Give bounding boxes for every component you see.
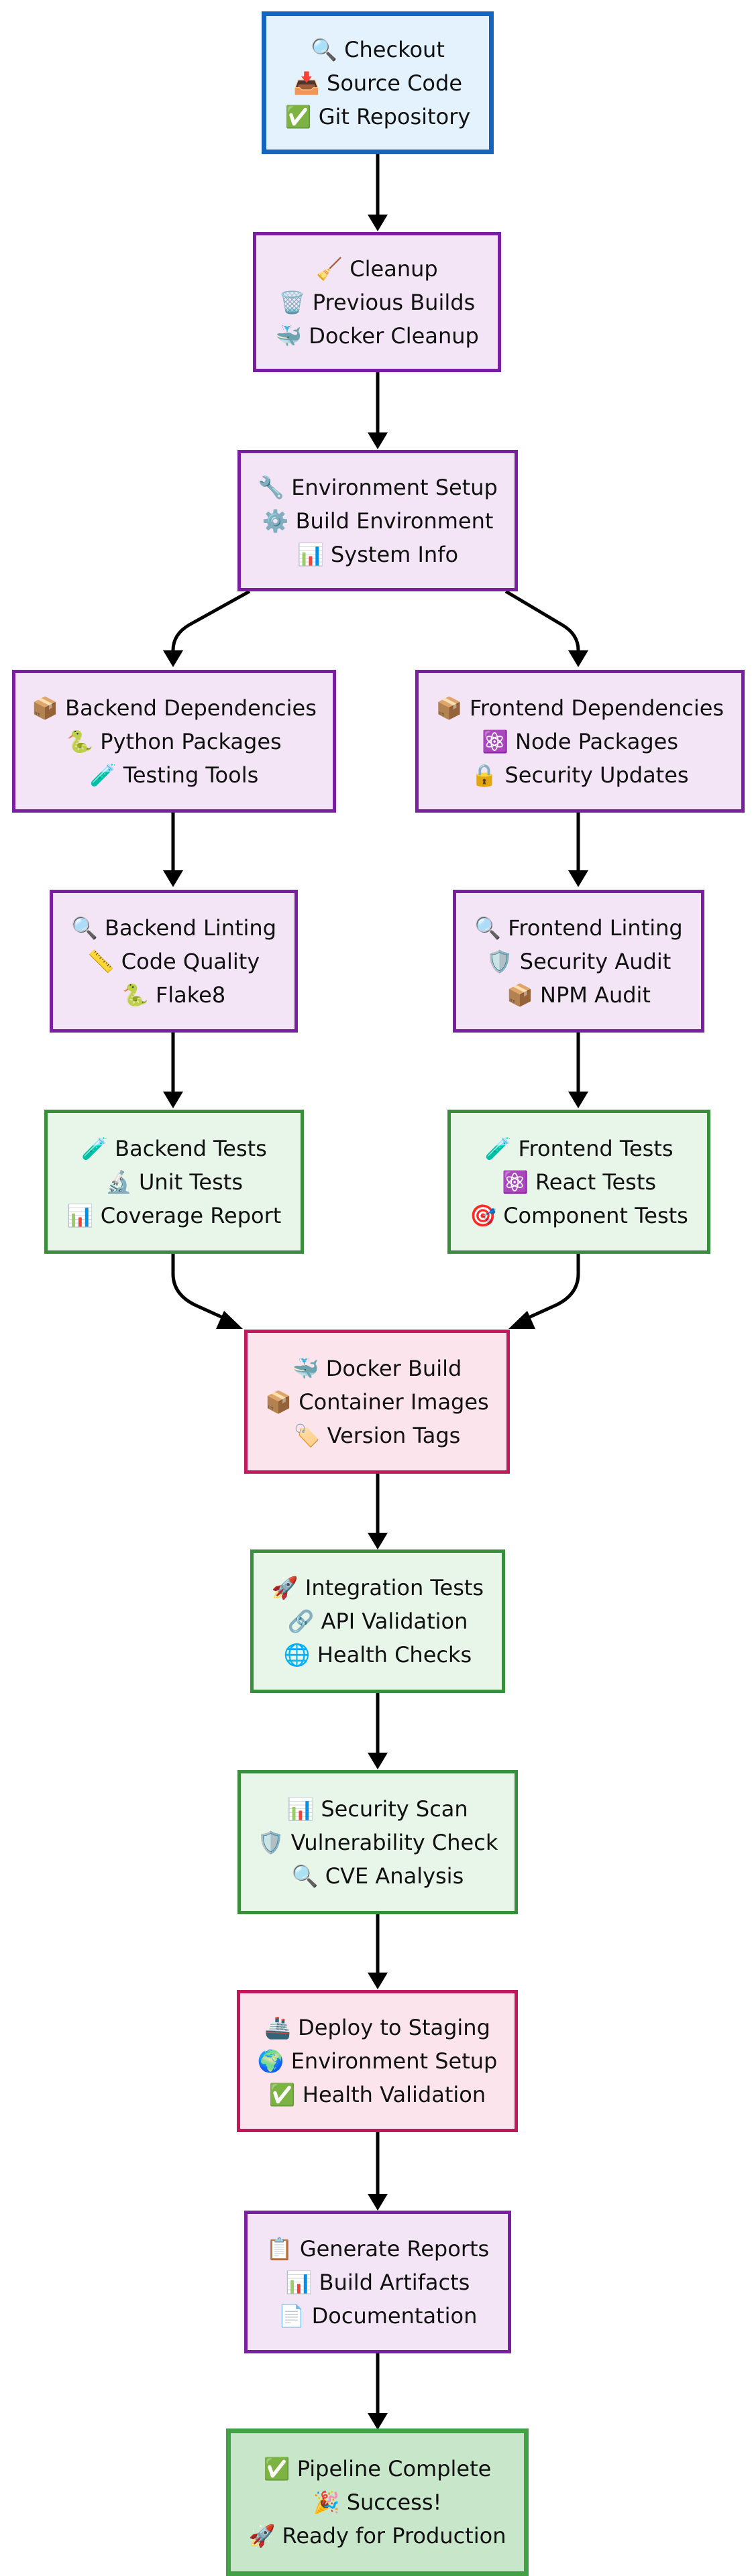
node-backend-deps: 📦 Backend Dependencies 🐍 Python Packages… [12,670,336,813]
node-line: 🚢 Deploy to Staging [264,2015,490,2040]
node-line: 📦 Container Images [265,1389,489,1415]
node-line: 🔗 API Validation [287,1608,468,1634]
node-line: 📋 Generate Reports [266,2235,490,2262]
arrowhead [368,1753,388,1769]
node-line: 📊 Coverage Report [66,1202,282,1228]
node-line: 🐍 Python Packages [66,728,282,754]
node-line: 🧪 Frontend Tests [484,1135,674,1161]
node-line: ⚙️ Build Environment [262,508,494,534]
node-line: 🔍 CVE Analysis [291,1863,464,1889]
node-frontend-tests: 🧪 Frontend Tests ⚛️ React Tests 🎯 Compon… [447,1110,710,1254]
node-line: 🗑️ Previous Builds [278,289,476,315]
node-line: 🐳 Docker Cleanup [275,323,479,349]
node-line: ⚛️ React Tests [501,1169,657,1195]
edge-frontend-tests-docker-build [520,1254,580,1323]
node-deploy-staging: 🚢 Deploy to Staging 🌍 Environment Setup … [237,1990,518,2132]
node-line: 📥 Source Code [292,70,462,96]
arrowhead [568,870,588,887]
edge-backend-tests-docker-build [171,1254,231,1323]
node-line: 🏷️ Version Tags [293,1422,461,1448]
node-line: ⚛️ Node Packages [481,728,678,754]
node-checkout: 🔍 Checkout 📥 Source Code ✅ Git Repositor… [262,11,494,154]
arrowhead [368,432,388,449]
node-security-scan: 📊 Security Scan 🛡️ Vulnerability Check 🔍… [237,1770,518,1914]
node-line: 📦 Frontend Dependencies [435,695,724,721]
node-env-setup: 🔧 Environment Setup ⚙️ Build Environment… [237,450,518,591]
node-line: 🔒 Security Updates [471,762,689,788]
node-line: 📊 Security Scan [287,1796,468,1822]
node-line: 🐳 Docker Build [292,1355,462,1381]
arrowhead [568,650,588,667]
node-line: 🔍 Checkout [311,36,445,62]
arrowhead [216,1311,243,1329]
node-docker-build: 🐳 Docker Build 📦 Container Images 🏷️ Ver… [244,1330,510,1474]
arrowhead [568,1092,588,1108]
node-backend-tests: 🧪 Backend Tests 🔬 Unit Tests 📊 Coverage … [44,1110,304,1254]
arrowhead [368,2194,388,2211]
node-line: 📄 Documentation [278,2302,478,2329]
edge-env-setup-frontend-deps [504,589,580,654]
node-pipeline-complete: ✅ Pipeline Complete 🎉 Success! 🚀 Ready f… [226,2428,529,2576]
node-line: 🔍 Backend Linting [70,915,277,941]
node-frontend-deps: 📦 Frontend Dependencies ⚛️ Node Packages… [415,670,745,813]
node-line: ✅ Git Repository [284,103,471,129]
node-cleanup: 🧹 Cleanup 🗑️ Previous Builds 🐳 Docker Cl… [253,232,501,372]
arrowhead [368,1973,388,1989]
node-line: 🌍 Environment Setup [257,2048,498,2074]
node-line: ✅ Pipeline Complete [263,2456,492,2481]
node-line: 🛡️ Security Audit [486,948,672,974]
node-line: 📦 NPM Audit [506,982,651,1008]
node-line: 🐍 Flake8 [121,982,226,1008]
node-backend-lint: 🔍 Backend Linting 📏 Code Quality 🐍 Flake… [50,890,298,1033]
node-line: 🎉 Success! [313,2490,442,2515]
node-line: ✅ Health Validation [268,2082,486,2107]
node-line: 🧪 Backend Tests [81,1135,267,1161]
arrowhead [368,2413,388,2430]
node-line: 🧪 Testing Tools [89,762,259,788]
arrowhead [368,1533,388,1549]
node-line: 🚀 Ready for Production [248,2523,506,2549]
node-line: 🔬 Unit Tests [105,1169,243,1195]
node-line: 🌐 Health Checks [283,1642,472,1667]
node-line: 🛡️ Vulnerability Check [257,1829,498,1855]
node-line: 🔧 Environment Setup [258,474,498,500]
node-line: 🧹 Cleanup [316,255,438,282]
node-line: 📦 Backend Dependencies [32,695,317,721]
edge-env-setup-backend-deps [171,589,251,654]
node-line: 📊 Build Artifacts [285,2269,470,2295]
arrowhead [163,870,183,887]
node-line: 📏 Code Quality [87,948,260,974]
arrowhead [508,1311,535,1329]
node-generate-reports: 📋 Generate Reports 📊 Build Artifacts 📄 D… [244,2211,511,2353]
node-integration-tests: 🚀 Integration Tests 🔗 API Validation 🌐 H… [250,1549,505,1693]
arrowhead [163,650,183,667]
node-line: 📊 System Info [297,541,459,567]
node-frontend-lint: 🔍 Frontend Linting 🛡️ Security Audit 📦 N… [453,890,704,1033]
node-line: 🎯 Component Tests [470,1202,688,1228]
arrowhead [368,215,388,231]
node-line: 🔍 Frontend Linting [474,915,683,941]
arrowhead [163,1092,183,1108]
node-line: 🚀 Integration Tests [271,1575,484,1600]
